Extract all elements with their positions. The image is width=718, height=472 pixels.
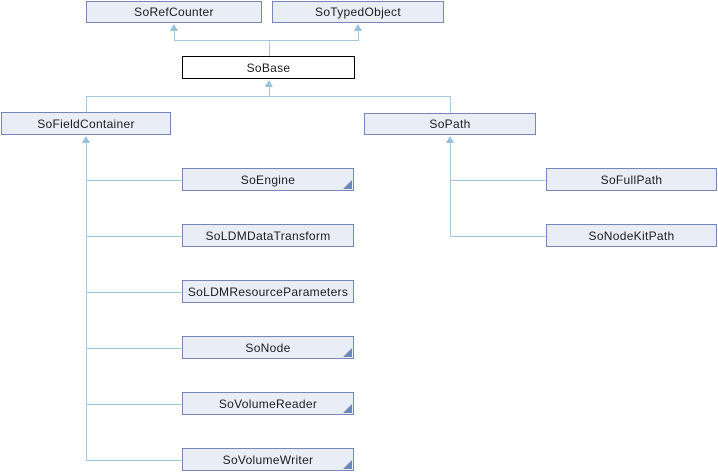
- class-name-label: SoRefCounter: [134, 5, 214, 19]
- class-box-soldmresourceparameters[interactable]: SoLDMResourceParameters: [182, 280, 354, 303]
- class-box-sofieldcontainer[interactable]: SoFieldContainer: [1, 112, 171, 135]
- inheritance-edge-line: [174, 25, 175, 41]
- inheritance-edge-line: [269, 81, 270, 97]
- class-box-sopath[interactable]: SoPath: [364, 113, 536, 135]
- inheritance-edge-line: [86, 236, 182, 237]
- class-box-sotypedobject[interactable]: SoTypedObject: [272, 1, 444, 23]
- class-name-label: SoFieldContainer: [37, 116, 135, 131]
- inheritance-edge-line: [86, 404, 182, 405]
- class-box-soldmdatatransform[interactable]: SoLDMDataTransform: [182, 224, 354, 247]
- inheritance-edge-line: [450, 137, 451, 237]
- class-name-label: SoLDMDataTransform: [205, 228, 331, 243]
- has-subclasses-marker-icon: [343, 460, 352, 469]
- has-subclasses-marker-icon: [343, 404, 352, 413]
- class-name-label: SoNodeKitPath: [588, 228, 675, 243]
- inheritance-edge-line: [86, 137, 87, 461]
- inheritance-edge-line: [86, 180, 182, 181]
- class-name-label: SoVolumeReader: [218, 396, 318, 411]
- inheritance-edge-line: [86, 348, 182, 349]
- class-name-label: SoEngine: [240, 172, 296, 187]
- inheritance-edge-line: [86, 96, 451, 97]
- class-name-label: SoBase: [246, 60, 291, 75]
- class-name-label: SoNode: [245, 340, 291, 355]
- inheritance-edge-line: [86, 96, 87, 112]
- class-box-sonodekitpath[interactable]: SoNodeKitPath: [546, 224, 717, 247]
- class-name-label: SoPath: [429, 117, 471, 131]
- has-subclasses-marker-icon: [343, 180, 352, 189]
- inheritance-edge-line: [86, 292, 182, 293]
- inheritance-edge-line: [450, 96, 451, 113]
- class-box-sofullpath[interactable]: SoFullPath: [546, 168, 717, 191]
- inheritance-edge-line: [450, 236, 546, 237]
- class-name-label: SoTypedObject: [315, 5, 401, 19]
- class-box-sorefcounter[interactable]: SoRefCounter: [86, 1, 262, 23]
- class-name-label: SoVolumeWriter: [222, 452, 314, 467]
- has-subclasses-marker-icon: [343, 348, 352, 357]
- class-name-label: SoLDMResourceParameters: [187, 284, 349, 299]
- inheritance-edge-line: [358, 25, 359, 41]
- class-box-sovolumereader[interactable]: SoVolumeReader: [182, 392, 354, 415]
- inheritance-edge-line: [269, 40, 270, 56]
- inheritance-edge-line: [86, 460, 182, 461]
- class-name-label: SoFullPath: [600, 172, 663, 187]
- inheritance-edge-line: [450, 180, 546, 181]
- class-box-soengine[interactable]: SoEngine: [182, 168, 354, 191]
- class-box-sovolumewriter[interactable]: SoVolumeWriter: [182, 448, 354, 471]
- inheritance-edge-line: [174, 40, 359, 41]
- class-box-sobase: SoBase: [182, 56, 355, 79]
- class-box-sonode[interactable]: SoNode: [182, 336, 354, 359]
